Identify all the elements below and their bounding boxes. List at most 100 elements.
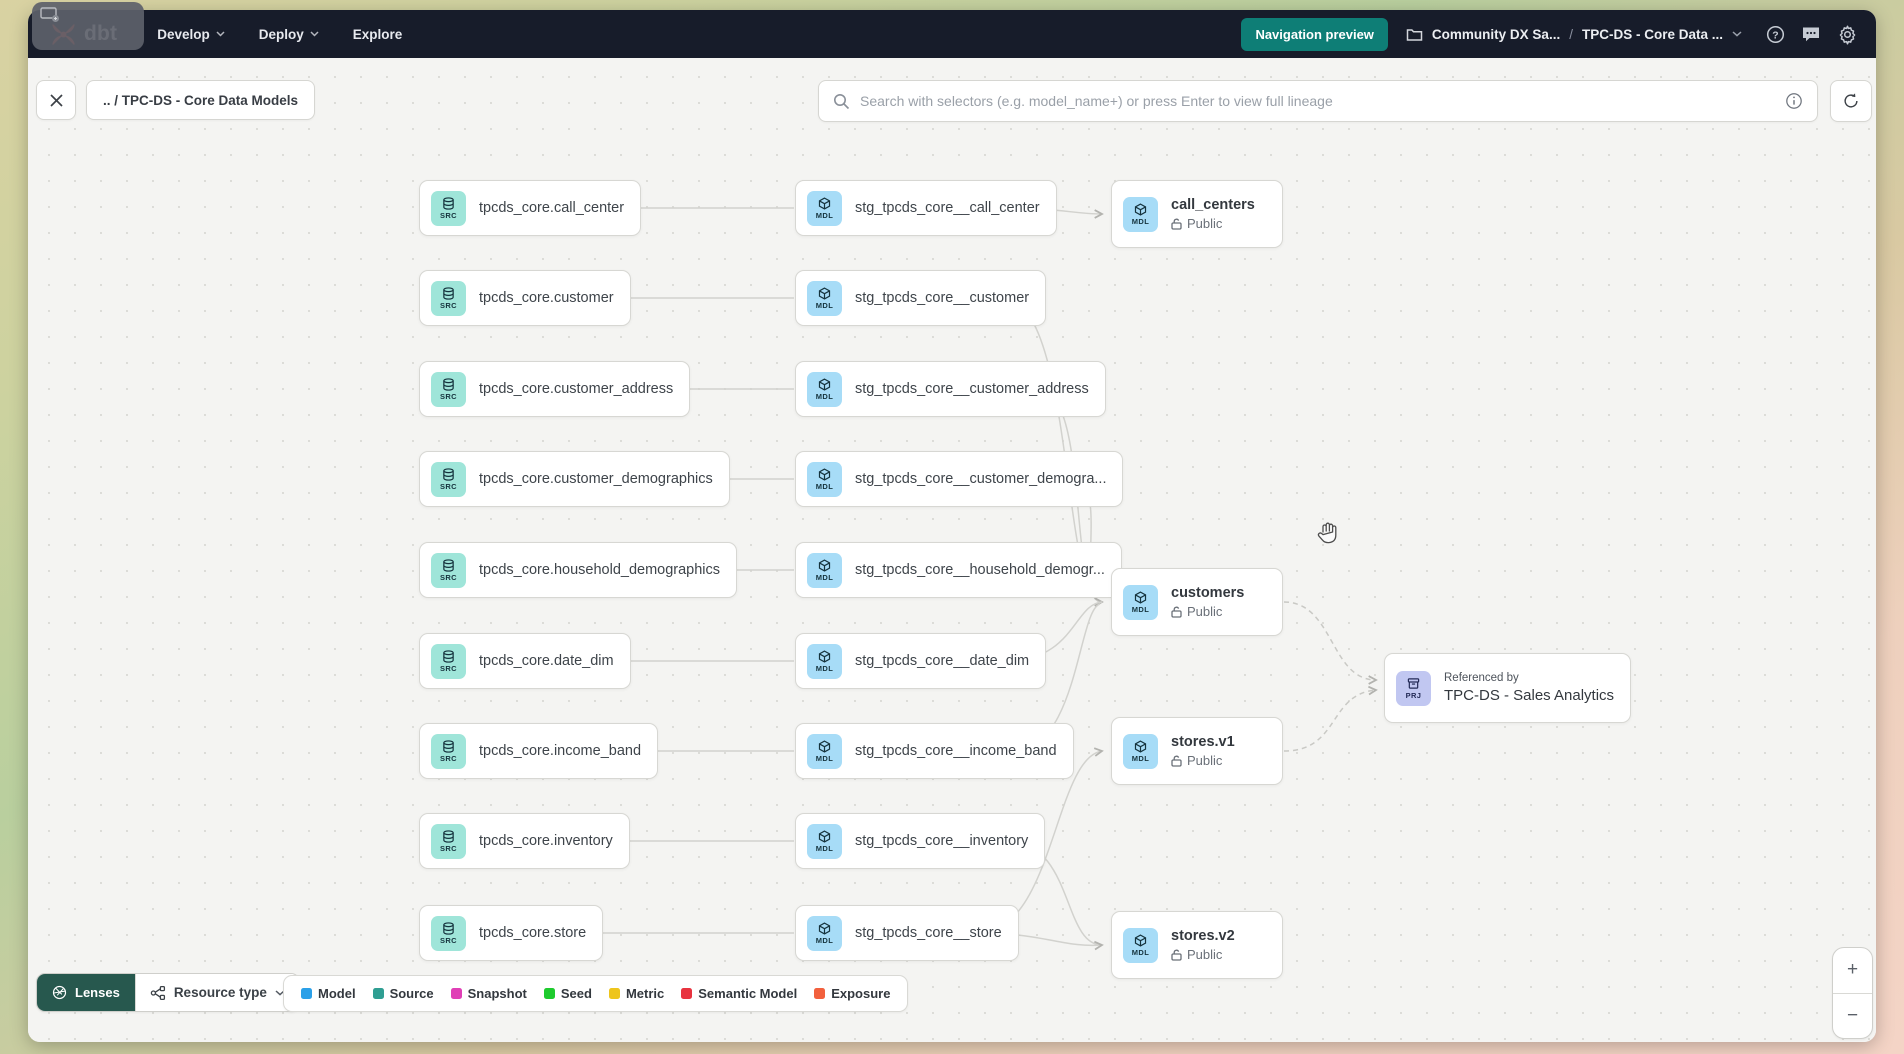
- model-icon: MDL: [807, 280, 842, 316]
- project-node-sales-analytics[interactable]: PRJ Referenced by TPC-DS - Sales Analyti…: [1384, 653, 1632, 723]
- node-label: stg_tpcds_core__inventory: [855, 833, 1029, 849]
- info-icon[interactable]: [1785, 92, 1803, 110]
- resource-legend: Model Source Snapshot Seed Metric Semant…: [283, 975, 909, 1012]
- source-node-customer-address[interactable]: SRC tpcds_core.customer_address: [419, 361, 691, 417]
- node-label: stores.v2: [1171, 928, 1235, 944]
- public-model-node-stores-v2[interactable]: MDL stores.v2 Public: [1111, 911, 1283, 979]
- node-label: stores.v1: [1171, 734, 1235, 750]
- search-icon: [834, 93, 850, 109]
- legend-item-model: Model: [301, 986, 356, 1001]
- top-navbar: dbt Develop Deploy Explore Navigation pr…: [28, 10, 1876, 58]
- refresh-lineage-button[interactable]: [1830, 80, 1872, 122]
- model-node-stg-inventory[interactable]: MDL stg_tpcds_core__inventory: [795, 813, 1046, 869]
- model-icon: MDL: [1123, 584, 1158, 620]
- model-icon: MDL: [807, 552, 842, 588]
- node-label: tpcds_core.customer: [479, 290, 614, 306]
- feedback-icon[interactable]: [1800, 23, 1822, 45]
- breadcrumb-page[interactable]: TPC-DS - Core Data ...: [1581, 26, 1723, 42]
- legend-item-metric: Metric: [608, 986, 664, 1001]
- zoom-out-button[interactable]: −: [1833, 994, 1872, 1039]
- refresh-icon: [1844, 93, 1858, 108]
- model-icon: MDL: [807, 823, 842, 859]
- lineage-search-bar[interactable]: [818, 80, 1818, 122]
- legend-swatch: [814, 988, 826, 999]
- source-node-store[interactable]: SRC tpcds_core.store: [419, 905, 604, 961]
- access-badge: Public: [1171, 216, 1255, 231]
- nav-item-explore[interactable]: Explore: [352, 26, 403, 42]
- model-node-stg-customer-demographics[interactable]: MDL stg_tpcds_core__customer_demogra...: [795, 451, 1124, 507]
- settings-gear-icon[interactable]: [1836, 23, 1858, 45]
- breadcrumb-separator: /: [1569, 26, 1573, 42]
- project-caption: Referenced by: [1444, 671, 1519, 684]
- source-node-inventory[interactable]: SRC tpcds_core.inventory: [419, 813, 630, 869]
- source-node-customer-demographics[interactable]: SRC tpcds_core.customer_demographics: [419, 451, 730, 507]
- model-node-stg-customer-address[interactable]: MDL stg_tpcds_core__customer_address: [795, 361, 1106, 417]
- public-model-node-stores-v1[interactable]: MDL stores.v1 Public: [1111, 717, 1283, 785]
- node-label: tpcds_core.date_dim: [479, 653, 614, 669]
- lens-controls: Lenses Resource type: [36, 973, 300, 1012]
- legend-swatch: [301, 988, 312, 999]
- nav-links: Develop Deploy Explore: [157, 27, 402, 42]
- node-label: tpcds_core.customer_address: [479, 381, 674, 397]
- node-label: stg_tpcds_core__customer: [855, 290, 1030, 306]
- legend-swatch: [372, 988, 384, 999]
- source-node-date-dim[interactable]: SRC tpcds_core.date_dim: [419, 633, 631, 689]
- model-icon: MDL: [807, 915, 842, 951]
- chevron-down-icon[interactable]: [1732, 31, 1742, 37]
- model-icon: MDL: [807, 190, 842, 226]
- lineage-breadcrumb-chip[interactable]: .. / TPC-DS - Core Data Models: [86, 80, 316, 120]
- source-icon: SRC: [431, 733, 466, 769]
- source-node-customer[interactable]: SRC tpcds_core.customer: [419, 270, 631, 326]
- help-icon[interactable]: ?: [1764, 23, 1786, 45]
- public-model-node-customers[interactable]: MDL customers Public: [1111, 568, 1283, 636]
- legend-item-source: Source: [372, 986, 434, 1001]
- model-icon: MDL: [807, 643, 842, 679]
- navbar-right: Navigation preview Community DX Sa... / …: [1241, 17, 1858, 51]
- model-node-stg-date-dim[interactable]: MDL stg_tpcds_core__date_dim: [795, 633, 1047, 689]
- source-icon: SRC: [431, 371, 466, 407]
- legend-swatch: [608, 988, 620, 999]
- model-icon: MDL: [1123, 733, 1158, 769]
- navigation-preview-button[interactable]: Navigation preview: [1241, 17, 1388, 51]
- model-node-stg-call-center[interactable]: MDL stg_tpcds_core__call_center: [795, 180, 1057, 236]
- nav-item-deploy[interactable]: Deploy: [259, 27, 319, 42]
- lenses-button[interactable]: Lenses: [37, 974, 135, 1011]
- model-node-stg-customer[interactable]: MDL stg_tpcds_core__customer: [795, 270, 1047, 326]
- zoom-controls: + −: [1832, 947, 1873, 1039]
- source-icon: SRC: [431, 643, 466, 679]
- lineage-canvas[interactable]: .. / TPC-DS - Core Data Models SRC tpcds…: [28, 58, 1876, 1042]
- close-lineage-button[interactable]: [36, 80, 76, 120]
- navbar-icons: ?: [1764, 23, 1858, 45]
- access-badge: Public: [1171, 753, 1235, 768]
- legend-swatch: [543, 988, 555, 999]
- source-node-income-band[interactable]: SRC tpcds_core.income_band: [419, 723, 659, 779]
- public-model-node-call-centers[interactable]: MDL call_centers Public: [1111, 180, 1283, 248]
- chevron-down-icon: [216, 31, 225, 37]
- legend-item-snapshot: Snapshot: [450, 986, 527, 1001]
- legend-item-semantic-model: Semantic Model: [681, 986, 797, 1001]
- chevron-down-icon: [310, 31, 319, 37]
- model-node-stg-income-band[interactable]: MDL stg_tpcds_core__income_band: [795, 723, 1074, 779]
- node-label: tpcds_core.income_band: [479, 743, 642, 759]
- node-label: stg_tpcds_core__household_demogr...: [855, 562, 1105, 578]
- nav-item-develop[interactable]: Develop: [157, 27, 225, 42]
- source-node-household-demographics[interactable]: SRC tpcds_core.household_demographics: [419, 542, 738, 598]
- node-label: stg_tpcds_core__store: [855, 925, 1002, 941]
- zoom-in-button[interactable]: +: [1833, 948, 1872, 994]
- legend-swatch: [450, 988, 462, 999]
- search-input[interactable]: [860, 93, 1775, 109]
- project-icon: PRJ: [1396, 670, 1431, 706]
- node-label: TPC-DS - Sales Analytics: [1444, 686, 1615, 704]
- source-icon: SRC: [431, 915, 466, 951]
- node-label: tpcds_core.store: [479, 925, 587, 941]
- legend-item-seed: Seed: [543, 986, 592, 1001]
- resource-type-dropdown[interactable]: Resource type: [134, 974, 299, 1011]
- unlock-icon: [1171, 218, 1182, 230]
- app-window: dbt Develop Deploy Explore Navigation pr…: [28, 10, 1876, 1042]
- screen-share-tab[interactable]: [32, 2, 144, 50]
- breadcrumb-project[interactable]: Community DX Sa...: [1431, 26, 1561, 42]
- model-node-stg-household-demographics[interactable]: MDL stg_tpcds_core__household_demogr...: [795, 542, 1122, 598]
- source-icon: SRC: [431, 552, 466, 588]
- source-node-call-center[interactable]: SRC tpcds_core.call_center: [419, 180, 642, 236]
- model-node-stg-store[interactable]: MDL stg_tpcds_core__store: [795, 905, 1019, 961]
